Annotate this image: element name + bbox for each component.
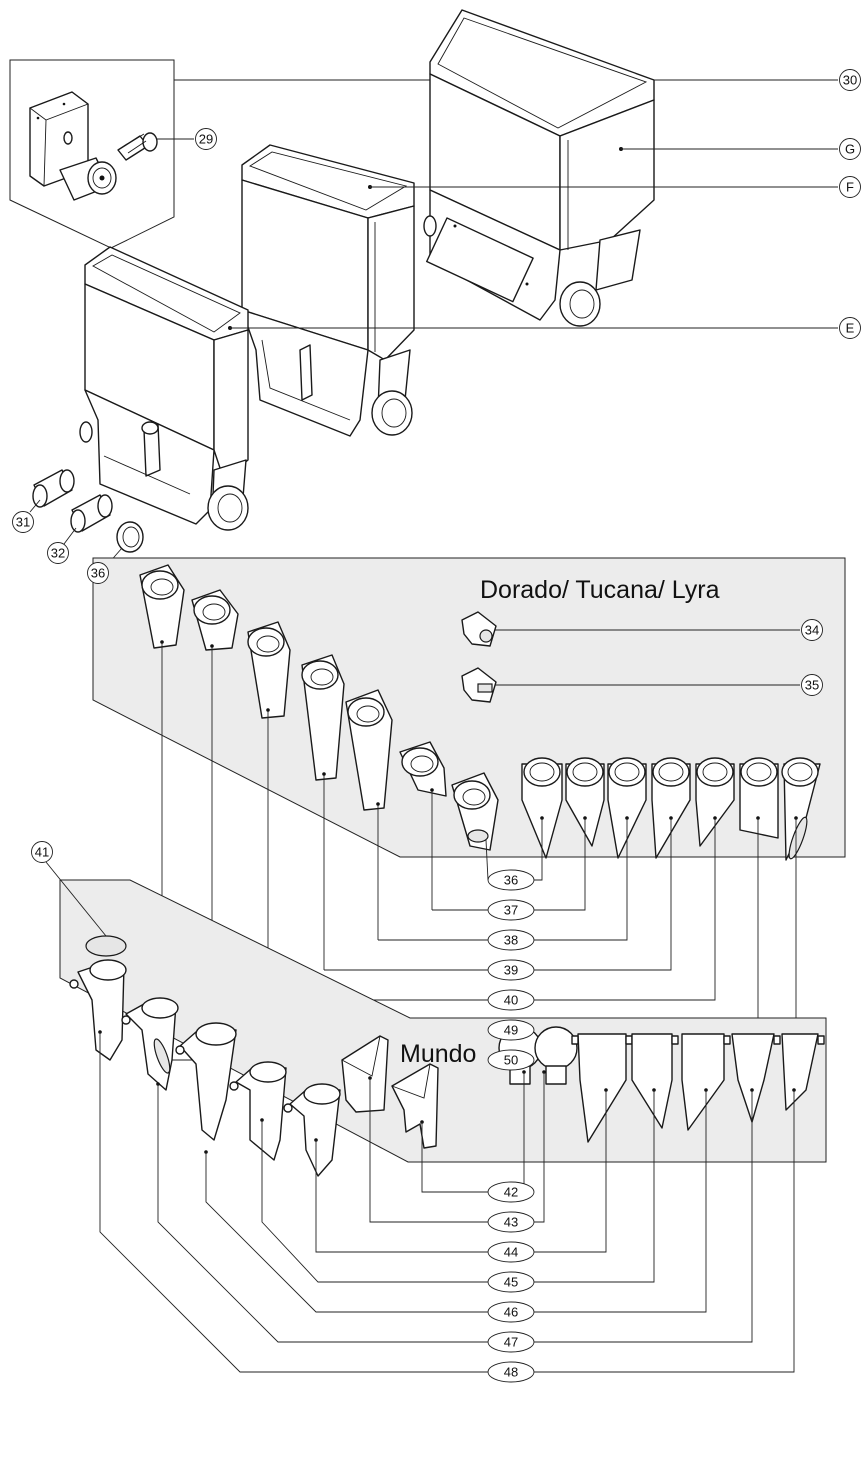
dorado-chute-3: [607, 757, 647, 859]
part-35: [461, 667, 800, 703]
gear-motor: [29, 91, 117, 201]
mundo-funnel-1: [69, 959, 127, 1061]
svg-text:41: 41: [35, 845, 49, 860]
tube-part-32: [63, 494, 113, 545]
lid-part-41: [45, 861, 127, 957]
svg-text:32: 32: [51, 546, 65, 561]
callout-e: E: [839, 317, 861, 339]
mundo-funnel-3: [175, 1022, 237, 1141]
callout-47: 47: [487, 1331, 535, 1353]
dorado-funnel-1: [139, 564, 185, 649]
callout-39: 39: [487, 959, 535, 981]
mundo-part-42: [391, 1063, 439, 1149]
dorado-chute-1: [521, 757, 563, 859]
svg-text:30: 30: [843, 73, 857, 88]
svg-text:40: 40: [504, 993, 518, 1008]
svg-text:43: 43: [504, 1215, 518, 1230]
mundo-heading: Mundo: [400, 1040, 476, 1068]
callout-g: G: [839, 138, 861, 160]
callout-48: 48: [487, 1361, 535, 1383]
callout-50: 50: [487, 1049, 535, 1071]
callout-36: 36: [487, 869, 535, 891]
callout-29: 29: [195, 128, 217, 150]
dorado-heading: Dorado/ Tucana/ Lyra: [480, 576, 720, 604]
mundo-ring-43: [534, 1026, 578, 1085]
svg-text:46: 46: [504, 1305, 518, 1320]
mundo-chute-47: [731, 1033, 781, 1123]
callout-37: 37: [487, 899, 535, 921]
dorado-funnel-5: [345, 689, 393, 811]
hopper-e: [79, 246, 249, 531]
svg-text:39: 39: [504, 963, 518, 978]
hopper-g: [423, 9, 655, 327]
callout-40: 40: [487, 989, 535, 1011]
callout-34: 34: [801, 619, 823, 641]
callout-49: 49: [487, 1019, 535, 1041]
mundo-chute-45: [631, 1033, 679, 1129]
dorado-funnel-4: [301, 654, 345, 781]
svg-text:48: 48: [504, 1365, 518, 1380]
svg-text:42: 42: [504, 1185, 518, 1200]
callout-42: 42: [487, 1181, 535, 1203]
mundo-funnel-4: [229, 1061, 287, 1161]
mundo-chute-48: [781, 1033, 825, 1111]
svg-text:34: 34: [805, 623, 819, 638]
dorado-chute-4: [651, 757, 691, 859]
part-34: [461, 611, 800, 647]
svg-text:37: 37: [504, 903, 518, 918]
callout-30: 30: [839, 69, 861, 91]
mundo-leaders: [98, 1030, 796, 1373]
mundo-chute-44: [571, 1033, 633, 1143]
dorado-chute-7: [781, 757, 821, 861]
svg-text:31: 31: [16, 515, 30, 530]
hopper-f: [241, 144, 415, 437]
svg-text:45: 45: [504, 1275, 518, 1290]
svg-text:50: 50: [504, 1053, 518, 1068]
svg-text:47: 47: [504, 1335, 518, 1350]
callout-46: 46: [487, 1301, 535, 1323]
motor-inset: [9, 59, 194, 249]
svg-text:38: 38: [504, 933, 518, 948]
svg-text:36: 36: [504, 873, 518, 888]
dorado-funnel-6: [399, 741, 447, 797]
callout-44: 44: [487, 1241, 535, 1263]
dorado-chute-6: [739, 757, 779, 839]
mundo-funnel-5: [283, 1083, 341, 1177]
callout-38: 38: [487, 929, 535, 951]
mundo-part-43: [341, 1035, 389, 1113]
svg-text:F: F: [846, 180, 854, 195]
callout-35: 35: [801, 674, 823, 696]
callout-31: 31: [12, 511, 34, 533]
callout-36-nut: 36: [87, 562, 109, 584]
dorado-chute-5: [695, 757, 735, 847]
callout-41: 41: [31, 841, 53, 863]
svg-text:44: 44: [504, 1245, 518, 1260]
dorado-funnel-7: [451, 772, 499, 851]
tube-part-31: [29, 469, 75, 513]
svg-text:36: 36: [91, 566, 105, 581]
callout-43: 43: [487, 1211, 535, 1233]
dorado-funnel-2: [191, 589, 239, 651]
svg-text:G: G: [845, 142, 855, 157]
callout-32: 32: [47, 542, 69, 564]
svg-text:49: 49: [504, 1023, 518, 1038]
svg-text:E: E: [846, 321, 855, 336]
callout-f: F: [839, 176, 861, 198]
svg-text:35: 35: [805, 678, 819, 693]
svg-text:29: 29: [199, 132, 213, 147]
callout-45: 45: [487, 1271, 535, 1293]
dorado-chute-2: [565, 757, 605, 847]
mundo-funnel-2: [121, 997, 179, 1091]
coupling-part-29: [117, 132, 158, 161]
dorado-funnel-3: [247, 621, 291, 719]
